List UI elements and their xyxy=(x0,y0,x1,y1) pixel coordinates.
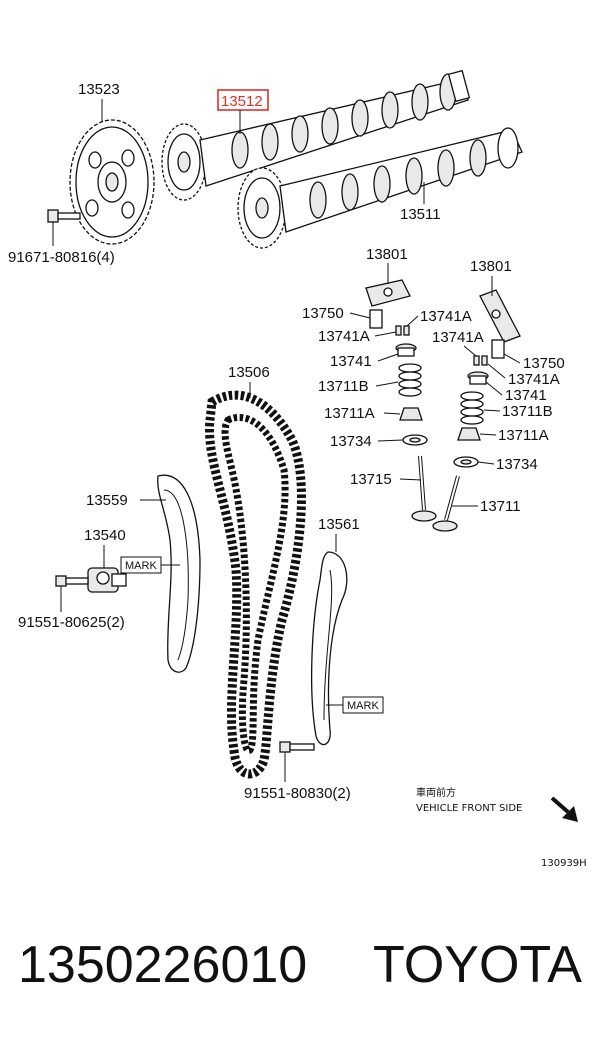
camshaft-sprocket-13523 xyxy=(69,119,155,245)
chain-guide-13561 xyxy=(310,551,348,746)
orientation-en: VEHICLE FRONT SIDE xyxy=(416,803,522,814)
callout-13750-right: 13750 xyxy=(523,355,565,372)
orientation-jp: 車両前方 xyxy=(416,786,456,799)
callout-13523: 13523 xyxy=(78,81,120,98)
callout-91671: 91671-80816(4) xyxy=(8,249,115,266)
retainer-13741-right xyxy=(467,371,489,385)
spring-seat-13711A-left xyxy=(399,407,423,421)
callout-13734-left: 13734 xyxy=(330,433,372,450)
valve-seal-13734-left xyxy=(402,434,428,446)
front-direction-arrow-icon xyxy=(550,796,578,822)
brand-name: TOYOTA xyxy=(373,936,582,994)
footer: 1350226010 TOYOTA xyxy=(0,935,600,1015)
callout-13734-right: 13734 xyxy=(496,456,538,473)
mark-text-1: MARK xyxy=(125,560,157,572)
callout-13750-left: 13750 xyxy=(302,305,344,322)
callout-13559: 13559 xyxy=(86,492,128,509)
callout-13741A-right-2: 13741A xyxy=(508,371,560,388)
callout-13711B-right: 13711B xyxy=(502,403,553,420)
rocker-arm-13801-left xyxy=(365,279,411,307)
exhaust-valve-13715 xyxy=(411,455,437,522)
callout-13741-left: 13741 xyxy=(330,353,372,370)
callout-13741A-left-1: 13741A xyxy=(420,308,472,325)
lash-adjuster-13750-left xyxy=(369,309,383,329)
callout-13711: 13711 xyxy=(480,498,521,515)
callout-91551-80625: 91551-80625(2) xyxy=(18,614,125,631)
rocker-arm-13801-right xyxy=(479,289,521,343)
callout-13801-left: 13801 xyxy=(366,246,408,263)
figure-id: 130939H xyxy=(541,858,587,869)
bolt-91551-80830 xyxy=(279,741,315,753)
callout-13511: 13511 xyxy=(400,206,441,223)
callout-13711B-left: 13711B xyxy=(318,378,369,395)
intake-valve-13711 xyxy=(432,475,460,532)
spring-seat-13711A-right xyxy=(457,427,481,441)
callout-13741-right: 13741 xyxy=(505,387,547,404)
camshaft-13512 xyxy=(161,69,471,201)
valve-seal-13734-right xyxy=(453,456,479,468)
mark-text-2: MARK xyxy=(347,700,379,712)
bolt-91551-80625 xyxy=(55,575,89,587)
keeper-13741A-right xyxy=(473,355,488,366)
valve-spring-13711B-right xyxy=(460,391,484,425)
chain-guide-13559 xyxy=(157,474,201,673)
keeper-13741A-left xyxy=(395,325,410,336)
callout-13561: 13561 xyxy=(318,516,360,533)
chain-tensioner-13540 xyxy=(87,567,127,593)
callout-13741A-right-1: 13741A xyxy=(432,329,484,346)
callout-13540: 13540 xyxy=(84,527,126,544)
callout-13715: 13715 xyxy=(350,471,392,488)
callout-13741A-left-2: 13741A xyxy=(318,328,370,345)
valve-spring-13711B-left xyxy=(398,363,422,397)
callout-91551-80830: 91551-80830(2) xyxy=(244,785,351,802)
callout-13711A-right: 13711A xyxy=(498,427,549,444)
callout-13711A-left: 13711A xyxy=(324,405,375,422)
part-number: 1350226010 xyxy=(18,936,308,994)
camshaft-13511 xyxy=(237,127,523,249)
callout-13506: 13506 xyxy=(228,364,270,381)
timing-chain-13506 xyxy=(205,390,306,779)
highlight-box xyxy=(217,89,269,111)
lash-adjuster-13750-right xyxy=(491,339,505,359)
callout-13801-right: 13801 xyxy=(470,258,512,275)
retainer-13741-left xyxy=(395,343,417,357)
callout-13512: 13512 xyxy=(221,93,263,110)
